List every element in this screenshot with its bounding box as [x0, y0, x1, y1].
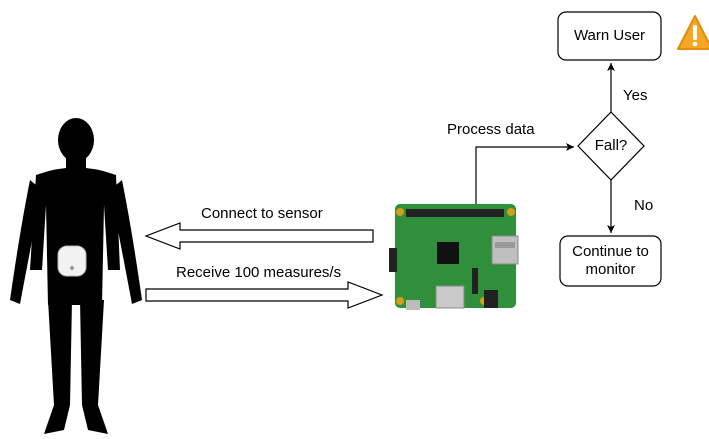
- fall-decision-label: Fall?: [594, 137, 628, 154]
- connect-to-sensor-label: Connect to sensor: [201, 205, 323, 222]
- continue-monitor-line2: monitor: [585, 261, 636, 278]
- continue-monitor-node: [559, 235, 662, 287]
- warn-user-node: [557, 11, 662, 61]
- warning-icon: [677, 15, 709, 50]
- raspberry-pi-board-icon: [389, 204, 519, 310]
- receive-measures-arrow: [145, 281, 384, 309]
- continue-monitor-label: Continue to monitor: [560, 236, 661, 286]
- process-data-connector: [475, 143, 574, 204]
- wearable-sensor-icon: [57, 245, 87, 277]
- receive-measures-label: Receive 100 measures/s: [176, 264, 342, 281]
- human-silhouette-icon: [10, 118, 142, 434]
- continue-monitor-line1: Continue to: [572, 243, 649, 260]
- connect-to-sensor-arrow: [144, 222, 374, 250]
- warn-user-label: Warn User: [573, 27, 646, 44]
- yes-label: Yes: [623, 87, 648, 104]
- no-label: No: [634, 197, 654, 214]
- process-data-label: Process data: [447, 121, 535, 138]
